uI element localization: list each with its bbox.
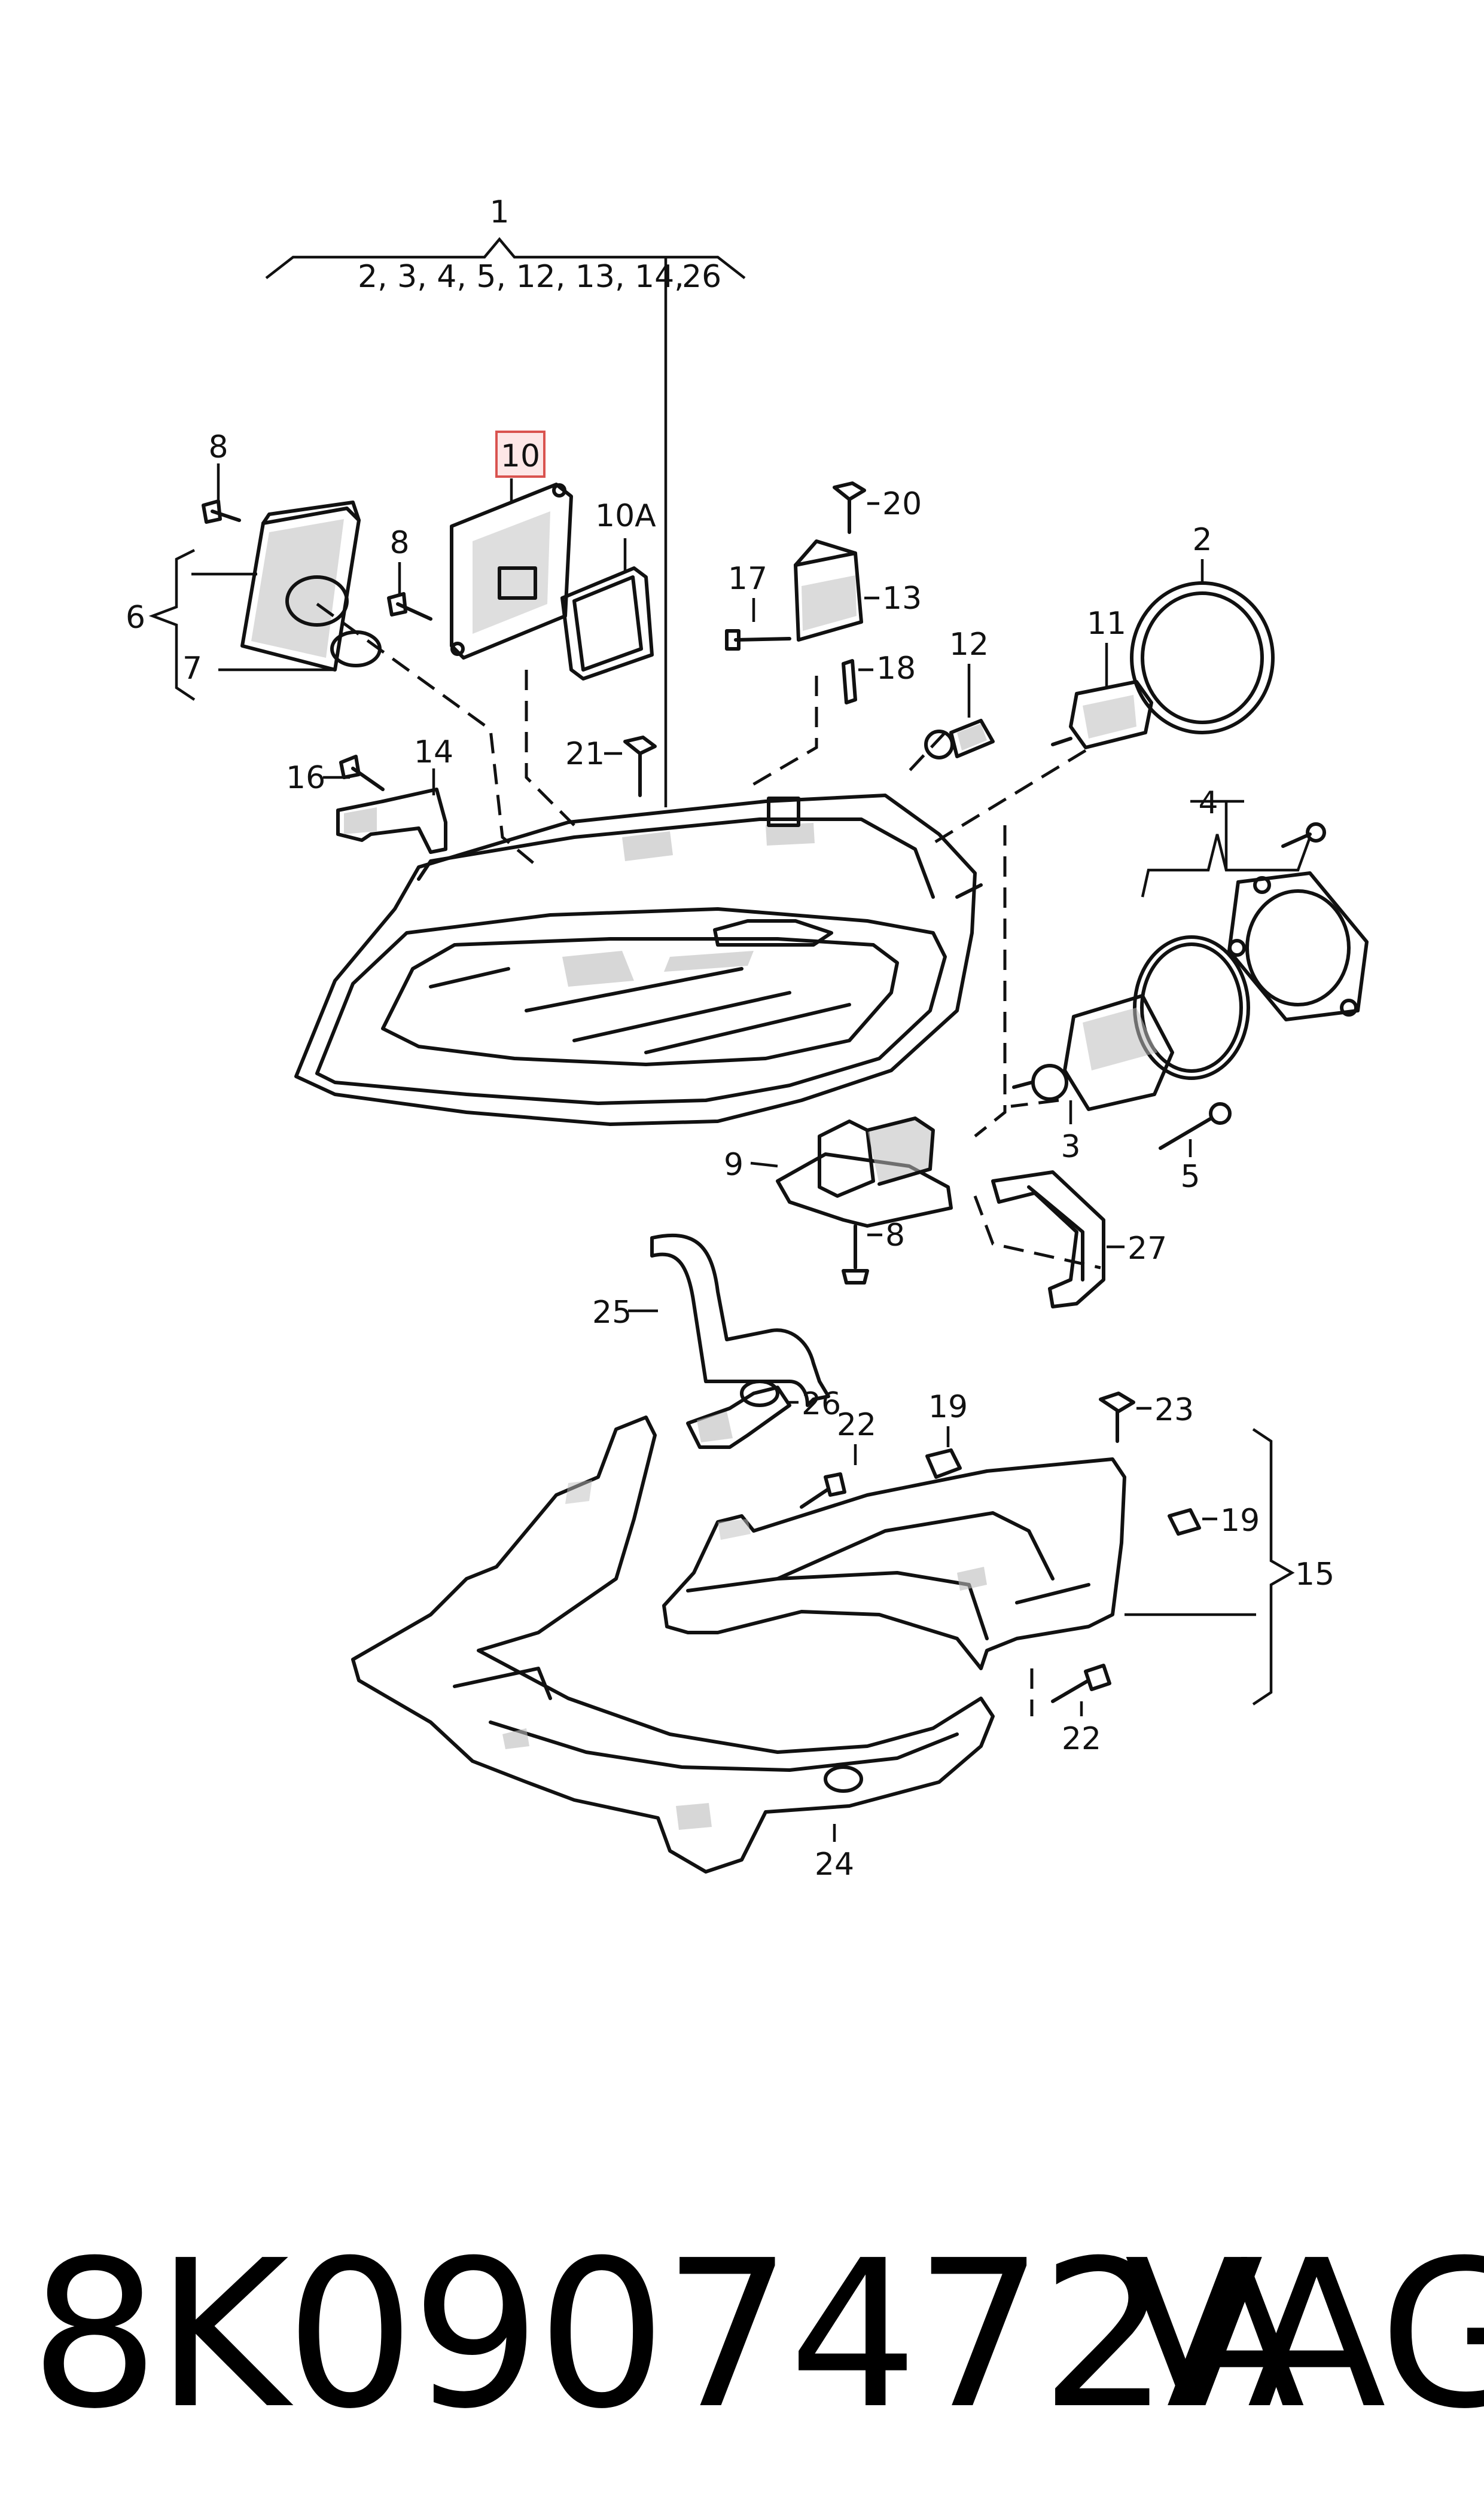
screw-23 (1099, 1392, 1151, 1443)
screw-22-lower (1051, 1664, 1111, 1716)
callout-14: 14 (414, 734, 453, 770)
callout-22-lower: 22 (1062, 1721, 1101, 1757)
callout-20: 20 (882, 486, 922, 522)
callout-15: 15 (1295, 1557, 1334, 1592)
vent-hose-25 (628, 1234, 830, 1407)
clip-19-right (1168, 1508, 1217, 1536)
callout-1: 1 (489, 194, 509, 230)
callout-8-top-left: 8 (208, 429, 228, 465)
screw-21 (604, 736, 657, 797)
callout-2: 2 (1192, 522, 1212, 558)
screw-22-upper (800, 1444, 857, 1509)
bracket-13 (794, 539, 879, 642)
callout-26: 26 (802, 1386, 841, 1422)
bulb-holder-3 (1012, 994, 1174, 1124)
callout-8-lower: 8 (885, 1218, 905, 1253)
callout-18: 18 (876, 651, 916, 687)
part-number: 8K0907472A (30, 2217, 1305, 2454)
xenon-bulb-11 (1051, 643, 1153, 749)
callout-22-upper: 22 (837, 1407, 876, 1443)
clip-18 (842, 659, 873, 704)
callout-21: 21 (565, 736, 605, 772)
callout-10: 10 (501, 438, 540, 474)
callout-19-upper: 19 (928, 1389, 968, 1425)
callout-5: 5 (1180, 1159, 1200, 1195)
callout-3: 3 (1061, 1129, 1080, 1165)
cover-cap-2 (1130, 559, 1275, 734)
screw-5 (1159, 1102, 1232, 1157)
callout-23: 23 (1154, 1392, 1194, 1428)
callout-4: 4 (1198, 785, 1218, 821)
seal-4 (1133, 935, 1250, 1080)
screw-8-lower (842, 1224, 882, 1285)
callout-9: 9 (724, 1147, 743, 1183)
callout-12: 12 (949, 627, 989, 663)
callout-19-right: 19 (1220, 1503, 1260, 1539)
callout-1-group: 2, 3, 4, 5, 12, 13, 14, (358, 259, 684, 295)
bulb-12 (924, 664, 995, 759)
mounting-bracket-15 (662, 1457, 1256, 1670)
callout-25: 25 (592, 1295, 632, 1331)
brace-6 (148, 548, 196, 701)
brand-name: VAG (1125, 2217, 1484, 2454)
carrier-24 (351, 1415, 995, 1874)
callout-27: 27 (1128, 1231, 1167, 1267)
bracket-4 (1141, 800, 1312, 898)
callout-11: 11 (1087, 606, 1126, 642)
callout-24: 24 (815, 1847, 854, 1883)
callout-13: 13 (882, 581, 922, 617)
bracket-14 (336, 768, 447, 854)
screw-8-center (387, 562, 432, 621)
seal-strip-27 (991, 1170, 1125, 1308)
screw-4 (1281, 822, 1326, 848)
control-module-10 (450, 478, 573, 660)
screw-20 (833, 481, 879, 534)
callout-10-highlight-box (495, 431, 546, 478)
callout-10a: 10A (595, 498, 656, 534)
screw-8-left (202, 463, 241, 524)
clip-19-upper (925, 1426, 962, 1479)
callout-16: 16 (286, 760, 325, 796)
callout-6: 6 (126, 600, 145, 636)
ballast-9 (750, 1116, 953, 1228)
assembly-bracket-1 (265, 237, 746, 807)
callout-8-top-center: 8 (389, 525, 409, 561)
callout-17: 17 (728, 561, 767, 597)
control-unit-6 (191, 501, 361, 672)
brace-15 (1252, 1428, 1295, 1706)
headlight-housing (294, 794, 983, 1126)
callout-7: 7 (182, 651, 202, 687)
assembly-guide-lines (316, 602, 1101, 1716)
flange-4 (1227, 871, 1369, 1021)
screw-16 (323, 755, 385, 791)
screw-17 (725, 598, 791, 651)
callout-1-group-end: 26 (682, 259, 721, 295)
vent-cap-26 (686, 1380, 799, 1449)
gasket-10a (560, 538, 654, 681)
